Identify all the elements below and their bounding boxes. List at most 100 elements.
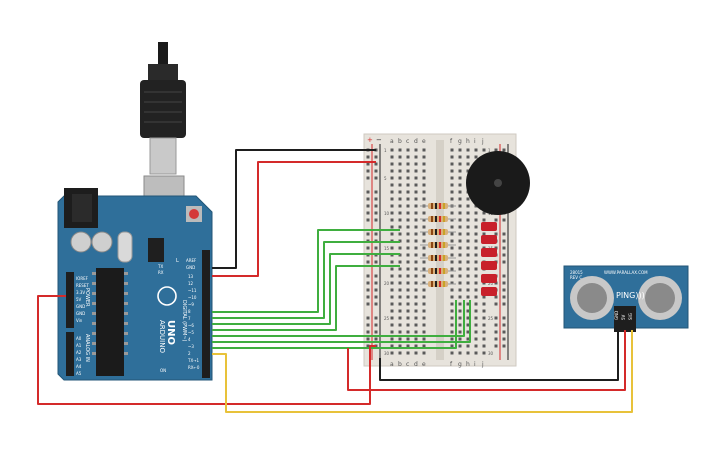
breadboard-hole	[414, 295, 418, 299]
breadboard-holes	[366, 148, 506, 355]
breadboard-hole	[458, 330, 462, 334]
breadboard-hole	[466, 232, 470, 236]
breadboard-hole	[398, 169, 402, 173]
rail-hole	[494, 232, 498, 236]
breadboard-hole	[466, 204, 470, 208]
breadboard-hole	[422, 183, 426, 187]
rail-hole	[494, 337, 498, 341]
breadboard-hole	[390, 148, 394, 152]
breadboard-hole	[466, 148, 470, 152]
breadboard-hole	[482, 148, 486, 152]
row-label: 1	[488, 148, 491, 153]
breadboard-hole	[450, 246, 454, 250]
breadboard-hole	[482, 323, 486, 327]
breadboard-hole	[458, 176, 462, 180]
column-label: c	[406, 361, 409, 368]
breadboard-hole	[482, 218, 486, 222]
breadboard-hole	[474, 302, 478, 306]
sensor-pin-label: SIG	[628, 313, 633, 320]
rail-hole	[366, 288, 370, 292]
breadboard-hole	[422, 288, 426, 292]
wire-sensor-5v	[347, 330, 626, 391]
column-label: f	[450, 138, 453, 145]
rail-hole	[366, 232, 370, 236]
breadboard-hole	[466, 281, 470, 285]
breadboard-hole	[390, 337, 394, 341]
rail-hole	[374, 218, 378, 222]
breadboard-hole	[406, 155, 410, 159]
breadboard-hole	[390, 295, 394, 299]
breadboard-hole	[422, 267, 426, 271]
breadboard-hole	[458, 344, 462, 348]
breadboard-hole	[458, 162, 462, 166]
rail-hole	[366, 197, 370, 201]
breadboard-hole	[414, 211, 418, 215]
breadboard-hole	[474, 344, 478, 348]
column-label: e	[422, 138, 426, 145]
breadboard-hole	[458, 204, 462, 208]
breadboard-hole	[466, 274, 470, 278]
breadboard-hole	[458, 197, 462, 201]
rail-hole	[374, 204, 378, 208]
breadboard-hole	[458, 260, 462, 264]
breadboard-hole	[482, 316, 486, 320]
rail-hole	[502, 274, 506, 278]
breadboard-hole	[406, 330, 410, 334]
breadboard-hole	[422, 295, 426, 299]
breadboard-hole	[466, 260, 470, 264]
rail-hole	[366, 295, 370, 299]
resistor	[420, 255, 456, 261]
power-pin-label: IOREF	[76, 276, 89, 281]
breadboard-hole	[422, 176, 426, 180]
breadboard-hole	[474, 281, 478, 285]
rail-hole	[374, 197, 378, 201]
digital-pin-label: 4	[188, 337, 191, 342]
breadboard-hole	[458, 253, 462, 257]
breadboard-hole	[474, 155, 478, 159]
led	[481, 274, 497, 283]
digital-pin-label: ~3	[188, 344, 194, 349]
breadboard-hole	[390, 155, 394, 159]
breadboard-hole	[390, 246, 394, 250]
analog-pin-label: A1	[76, 343, 82, 348]
breadboard-hole	[450, 197, 454, 201]
digital-pin-label: ~10	[188, 295, 197, 300]
breadboard-hole	[398, 148, 402, 152]
breadboard-hole	[406, 218, 410, 222]
rail-hole	[366, 323, 370, 327]
breadboard-hole	[406, 323, 410, 327]
breadboard-hole	[414, 155, 418, 159]
breadboard-hole	[406, 232, 410, 236]
breadboard-hole	[450, 183, 454, 187]
column-label: i	[474, 361, 476, 368]
breadboard-hole	[482, 302, 486, 306]
breadboard-hole	[414, 197, 418, 201]
power-pin-label: Vin	[76, 318, 83, 323]
breadboard-hole	[406, 295, 410, 299]
sensor-model: 28015	[570, 270, 583, 275]
breadboard-hole	[466, 302, 470, 306]
resistor	[420, 268, 456, 274]
analog-pin-label: A2	[76, 350, 82, 355]
rail-minus-label: −	[376, 136, 382, 144]
row-label: 15	[384, 246, 390, 251]
power-pin-label: RESET	[76, 283, 89, 288]
breadboard-hole	[422, 246, 426, 250]
breadboard-hole	[450, 148, 454, 152]
resistor	[420, 203, 456, 209]
breadboard-hole	[414, 225, 418, 229]
breadboard-hole	[422, 162, 426, 166]
breadboard-hole	[406, 274, 410, 278]
digital-pin-label: ~6	[188, 323, 194, 328]
breadboard-hole	[398, 211, 402, 215]
digital-pin-label: TX→1	[187, 358, 200, 363]
rail-hole	[374, 246, 378, 250]
rail-hole	[366, 218, 370, 222]
rail-hole	[366, 176, 370, 180]
l-label: L	[176, 258, 179, 264]
rail-hole	[366, 155, 370, 159]
breadboard-hole	[398, 337, 402, 341]
